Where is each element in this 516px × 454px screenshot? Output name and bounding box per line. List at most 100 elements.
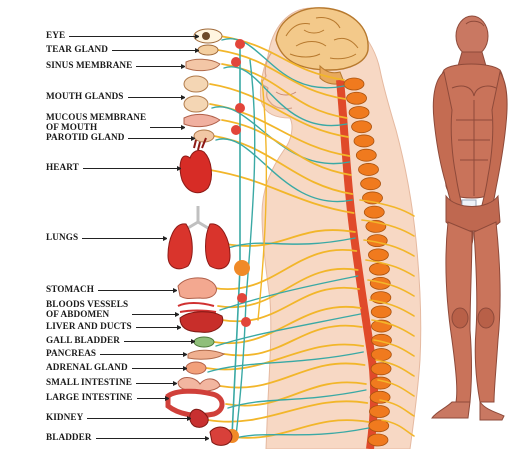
leader-line bbox=[136, 64, 185, 69]
label-small-intestine: SMALL INTESTINE bbox=[46, 377, 133, 388]
label-gall-bladder: GALL BLADDER bbox=[46, 335, 120, 346]
nerve-fiber bbox=[207, 351, 364, 373]
label-line: GALL BLADDER bbox=[46, 335, 120, 345]
nerve-fiber bbox=[215, 138, 353, 203]
nerve-fiber bbox=[235, 59, 256, 437]
label-line: SMALL INTESTINE bbox=[46, 377, 133, 387]
leader-line bbox=[69, 34, 199, 39]
label-tear-gland: TEAR GLAND bbox=[46, 44, 108, 55]
leader-line bbox=[100, 352, 187, 357]
vertebra bbox=[369, 390, 391, 404]
nerve-fiber bbox=[381, 419, 415, 437]
vertebra bbox=[355, 148, 377, 162]
leader-line bbox=[136, 381, 177, 386]
label-line: HEART bbox=[46, 162, 79, 172]
leader-line bbox=[95, 436, 210, 441]
label-bladder: BLADDER bbox=[46, 432, 92, 443]
label-kidney: KIDNEY bbox=[46, 412, 83, 423]
nerve-fiber bbox=[221, 37, 345, 89]
leader-line bbox=[82, 236, 167, 241]
eye-organ bbox=[193, 28, 223, 44]
leader-line bbox=[128, 136, 195, 141]
vertebra bbox=[368, 419, 390, 433]
vertebra bbox=[370, 305, 392, 319]
nerve-fiber bbox=[373, 339, 415, 357]
leader-line bbox=[135, 325, 182, 330]
label-line: OF ABDOMEN bbox=[46, 308, 110, 319]
nerve-fiber bbox=[215, 313, 362, 347]
label-line: BLADDER bbox=[46, 432, 92, 442]
nerve-fiber bbox=[213, 248, 358, 291]
nerve-fiber bbox=[257, 79, 268, 321]
nerve-fiber bbox=[207, 400, 369, 423]
pancreas-organ bbox=[187, 349, 226, 360]
label-adrenal-gland: ADRENAL GLAND bbox=[46, 362, 128, 373]
sinus-organ bbox=[185, 58, 221, 72]
heart-organ bbox=[179, 137, 212, 194]
nerve-fiber bbox=[359, 199, 415, 217]
leader-line bbox=[82, 166, 182, 171]
nerve-fiber bbox=[225, 419, 370, 439]
leader-line bbox=[123, 339, 196, 344]
nerve-fiber bbox=[361, 219, 415, 237]
nerve-fiber bbox=[223, 66, 348, 127]
mouth-gland-1 bbox=[183, 75, 209, 93]
nerve-fiber bbox=[219, 275, 359, 311]
nerve-fiber bbox=[217, 49, 347, 100]
label-line: LIVER AND DUCTS bbox=[46, 321, 132, 331]
label-line: MOUTH GLANDS bbox=[46, 91, 124, 101]
nerve-fiber bbox=[209, 169, 355, 214]
nerve-fiber bbox=[369, 299, 415, 317]
leader-line bbox=[132, 312, 179, 317]
lungs-organ bbox=[167, 206, 231, 270]
label-line: LARGE INTESTINE bbox=[46, 392, 133, 402]
nerve-fiber bbox=[213, 305, 362, 345]
vertebra bbox=[370, 348, 392, 361]
parotid-organ bbox=[193, 129, 215, 143]
vertebra bbox=[368, 248, 389, 262]
label-line: PANCREAS bbox=[46, 348, 97, 358]
label-heart: HEART bbox=[46, 162, 79, 173]
label-line: OF MOUTH bbox=[46, 121, 98, 132]
mouth-gland-2 bbox=[183, 95, 209, 113]
vertebra bbox=[348, 106, 370, 119]
label-parotid-gland: PAROTID GLAND bbox=[46, 132, 124, 143]
bladder-organ bbox=[209, 426, 233, 446]
vertebra bbox=[370, 362, 392, 376]
label-line: LUNGS bbox=[46, 232, 79, 242]
label-line: ADRENAL GLAND bbox=[46, 362, 128, 372]
label-mouth-glands: MOUTH GLANDS bbox=[46, 91, 124, 102]
vertebra bbox=[363, 205, 385, 219]
label-line: MUCOUS MEMBRANE bbox=[46, 112, 147, 122]
leader-line bbox=[150, 125, 185, 130]
leader-line bbox=[112, 48, 199, 53]
nerve-fiber bbox=[225, 381, 367, 407]
nerve-fiber bbox=[377, 379, 415, 397]
leader-line bbox=[98, 288, 177, 293]
leader-line bbox=[131, 366, 188, 371]
nerve-fiber bbox=[205, 343, 365, 371]
kidney-organ bbox=[189, 408, 209, 428]
vertebra bbox=[360, 177, 381, 191]
nerve-fiber bbox=[375, 359, 415, 377]
label-liver: LIVER AND DUCTS bbox=[46, 321, 132, 332]
vertebra bbox=[353, 134, 375, 148]
nerve-network bbox=[205, 35, 415, 441]
gall-bladder-organ bbox=[193, 336, 215, 348]
label-large-intestine: LARGE INTESTINE bbox=[46, 392, 133, 403]
label-line: BLOODS VESSELS bbox=[46, 299, 129, 309]
vertebra bbox=[367, 433, 389, 447]
label-eye: EYE bbox=[46, 30, 65, 41]
large-intestine-organ bbox=[165, 388, 225, 419]
label-line: STOMACH bbox=[46, 284, 95, 294]
vertebra bbox=[346, 91, 367, 105]
label-stomach: STOMACH bbox=[46, 284, 95, 295]
ganglia bbox=[225, 39, 251, 443]
stomach-organ bbox=[177, 277, 217, 299]
tear-gland-organ bbox=[197, 44, 219, 56]
nerve-fiber bbox=[379, 399, 415, 417]
